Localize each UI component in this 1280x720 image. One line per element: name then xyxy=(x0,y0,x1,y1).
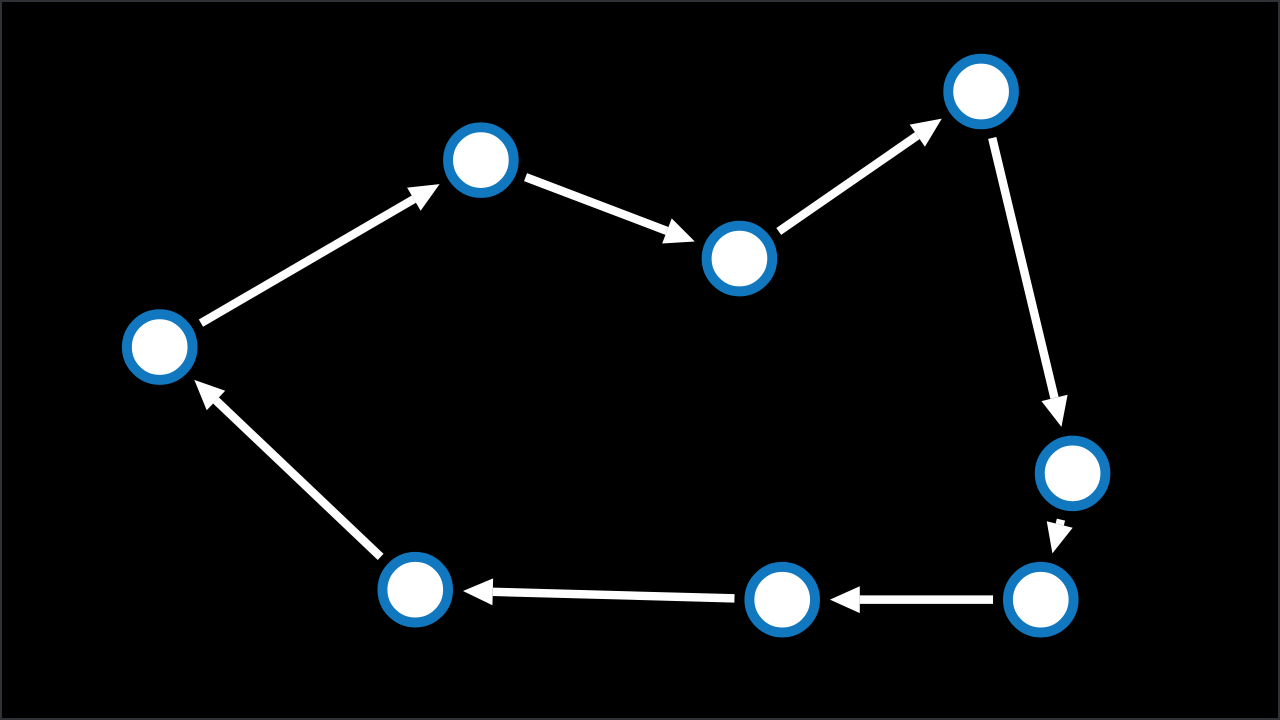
edges-layer xyxy=(194,118,1073,614)
graph-node-bottom-left xyxy=(377,551,454,628)
arrowhead-icon xyxy=(909,118,942,147)
arrowhead-icon xyxy=(829,586,860,614)
graph-edge-node-bottom-right-to-node-bottom-middle xyxy=(829,586,994,614)
graph-edge-node-middle-to-node-top-right xyxy=(776,118,942,235)
arrowhead-icon xyxy=(462,578,494,606)
graph-node-top-right xyxy=(943,53,1019,130)
arrowhead-icon xyxy=(1041,394,1068,427)
edge-line xyxy=(524,173,669,235)
graph-edge-node-bottom-left-to-node-left xyxy=(194,379,384,560)
graph-edge-node-right-to-node-bottom-right xyxy=(1046,518,1073,554)
arrowhead-icon xyxy=(194,379,226,411)
arrowhead-icon xyxy=(662,218,695,244)
nodes-layer xyxy=(121,53,1111,638)
graph-node-right xyxy=(1034,435,1111,512)
arrowhead-icon xyxy=(1046,521,1073,554)
graph-node-middle xyxy=(701,220,778,297)
graph-node-bottom-right xyxy=(1002,561,1079,638)
graph-edge-node-upper-mid-to-node-middle xyxy=(524,173,695,244)
graph-edge-node-top-right-to-node-right xyxy=(988,136,1068,427)
edge-line xyxy=(213,397,384,560)
edge-line xyxy=(198,195,416,327)
arrowhead-icon xyxy=(407,184,440,211)
graph-edge-node-left-to-node-upper-mid xyxy=(198,184,440,327)
edge-line xyxy=(776,132,920,235)
graph-node-bottom-middle xyxy=(744,561,820,638)
graph-node-left xyxy=(121,309,198,385)
graph-node-upper-mid xyxy=(443,122,519,198)
edge-line xyxy=(988,136,1059,399)
graph-edge-node-bottom-middle-to-node-bottom-left xyxy=(462,578,735,606)
edge-line xyxy=(1055,518,1066,526)
edge-line xyxy=(492,587,735,603)
